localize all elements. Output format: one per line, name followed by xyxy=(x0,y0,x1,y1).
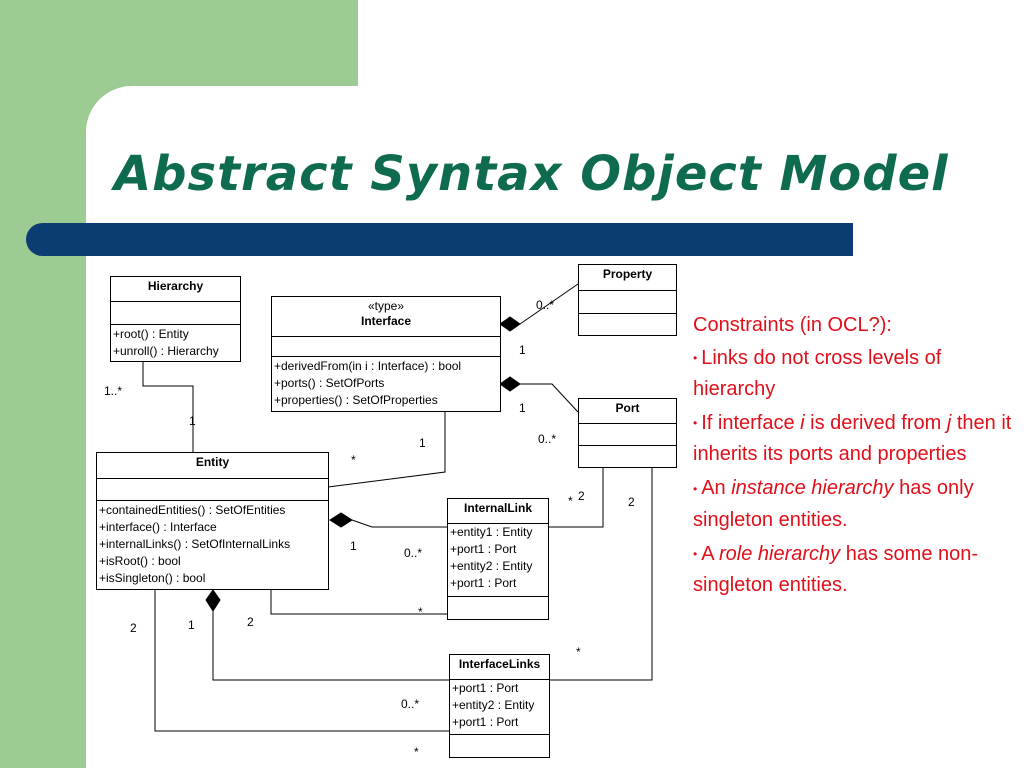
constraint-text: A xyxy=(701,542,719,565)
link-interface-entity xyxy=(327,412,446,488)
class-hierarchy-op: +unroll() : Hierarchy xyxy=(113,344,219,358)
class-entity-op: +isRoot() : bool xyxy=(99,554,181,568)
constraints-panel: Constraints (in OCL?): •Links do not cro… xyxy=(693,310,1013,604)
class-entity-op: +internalLinks() : SetOfInternalLinks xyxy=(99,537,291,551)
multiplicity-label: 0..* xyxy=(538,432,557,446)
constraint-text: has some non-singleton entities. xyxy=(693,542,979,596)
class-interface-links: InterfaceLinks +port1 : Port +entity2 : … xyxy=(449,654,550,758)
multiplicity-label: 2 xyxy=(130,621,137,635)
multiplicity-label: 2 xyxy=(247,615,254,629)
constraint-text: then it inherits its ports and propertie… xyxy=(693,412,1012,466)
link-entity-internallink xyxy=(351,519,447,528)
title-underline-bar xyxy=(26,223,853,256)
constraint-item: •Links do not cross levels of hierarchy xyxy=(693,343,1013,405)
class-hierarchy-name: Hierarchy xyxy=(147,279,204,293)
green-left-strip xyxy=(0,0,86,768)
class-internal-link-attr: +entity1 : Entity xyxy=(450,525,533,539)
diamond-interface-port xyxy=(499,376,521,392)
constraint-emphasis: i xyxy=(800,412,805,435)
multiplicity-label: 2 xyxy=(578,489,585,503)
multiplicity-label: 1 xyxy=(519,401,526,415)
constraint-text: If interface xyxy=(701,412,801,435)
class-internal-link-attr: +port1 : Port xyxy=(450,542,517,556)
class-internal-link: InternalLink +entity1 : Entity +port1 : … xyxy=(447,498,549,620)
constraint-text: has only singleton entities. xyxy=(693,477,974,531)
class-entity: Entity +containedEntities() : SetOfEntit… xyxy=(96,452,329,590)
class-entity-op: +isSingleton() : bool xyxy=(99,571,206,585)
multiplicity-label: * xyxy=(351,453,356,467)
multiplicity-label: 0..* xyxy=(401,697,420,711)
white-content-panel xyxy=(86,86,1024,768)
class-interface-stereotype: «type» xyxy=(367,299,405,313)
bullet-icon: • xyxy=(693,481,698,496)
multiplicity-label: 0..* xyxy=(404,546,423,560)
constraint-emphasis: j xyxy=(946,412,952,435)
class-interface-op: +properties() : SetOfProperties xyxy=(274,393,438,407)
diamond-entity-internallink xyxy=(329,512,353,528)
multiplicity-label: * xyxy=(568,494,573,508)
class-interface-op: +ports() : SetOfPorts xyxy=(274,376,385,390)
link-port-internallink xyxy=(549,468,604,528)
constraint-item: •A role hierarchy has some non-singleton… xyxy=(693,539,1013,601)
link-entity-interfacelinks xyxy=(212,611,450,681)
bullet-icon: • xyxy=(693,351,698,366)
constraint-text: Links do not cross levels of hierarchy xyxy=(693,347,942,401)
class-entity-name: Entity xyxy=(195,455,230,469)
class-hierarchy: Hierarchy +root() : Entity +unroll() : H… xyxy=(110,276,241,362)
multiplicity-label: * xyxy=(418,605,423,619)
link-interface-property xyxy=(519,283,579,325)
class-property-name: Property xyxy=(602,267,653,281)
diamond-interface-property xyxy=(499,316,521,332)
class-interface-links-attr: +entity2 : Entity xyxy=(452,698,535,712)
link-hierarchy-entity xyxy=(142,362,194,452)
class-interface: «type» Interface +derivedFrom(in i : Int… xyxy=(271,296,501,412)
multiplicity-label: 0..* xyxy=(536,298,555,312)
multiplicity-label: * xyxy=(414,745,419,759)
class-interface-links-name: InterfaceLinks xyxy=(458,657,541,671)
diamond-entity-interfacelinks xyxy=(205,589,221,612)
class-entity-op: +containedEntities() : SetOfEntities xyxy=(99,503,286,517)
constraint-emphasis: role hierarchy xyxy=(719,542,841,565)
class-interface-name: Interface xyxy=(360,314,412,328)
constraint-text: An xyxy=(701,477,732,500)
constraint-emphasis: instance hierarchy xyxy=(731,477,894,500)
link-entity-interfacelinks-left xyxy=(154,590,450,732)
class-entity-op: +interface() : Interface xyxy=(99,520,217,534)
class-interface-op: +derivedFrom(in i : Interface) : bool xyxy=(274,359,462,373)
class-property: Property xyxy=(578,264,677,336)
multiplicity-label: 1 xyxy=(419,436,426,450)
class-port-name: Port xyxy=(615,401,640,415)
constraint-item: •An instance hierarchy has only singleto… xyxy=(693,473,1013,535)
class-interface-links-attr: +port1 : Port xyxy=(452,681,519,695)
constraints-heading: Constraints (in OCL?): xyxy=(693,314,892,336)
link-entity-internallink-bottom xyxy=(270,590,447,615)
constraint-text: is derived from xyxy=(804,412,947,435)
class-port: Port xyxy=(578,398,677,468)
class-internal-link-name: InternalLink xyxy=(463,501,532,515)
multiplicity-label: 1..* xyxy=(104,384,123,398)
bullet-icon: • xyxy=(693,546,698,561)
multiplicity-label: * xyxy=(576,645,581,659)
slide-title: Abstract Syntax Object Model xyxy=(114,146,949,202)
multiplicity-label: 2 xyxy=(628,495,635,509)
link-port-interfacelinks xyxy=(549,468,653,681)
bullet-icon: • xyxy=(693,416,698,431)
constraint-item: •If interface i is derived from j then i… xyxy=(693,408,1013,470)
multiplicity-label: 1 xyxy=(519,343,526,357)
class-interface-links-attr: +port1 : Port xyxy=(452,715,519,729)
class-internal-link-attr: +port1 : Port xyxy=(450,576,517,590)
multiplicity-label: 1 xyxy=(188,618,195,632)
multiplicity-label: 1 xyxy=(189,414,196,428)
class-internal-link-attr: +entity2 : Entity xyxy=(450,559,533,573)
multiplicity-label: 1 xyxy=(350,539,357,553)
link-interface-port xyxy=(520,383,579,413)
class-hierarchy-op: +root() : Entity xyxy=(113,327,189,341)
